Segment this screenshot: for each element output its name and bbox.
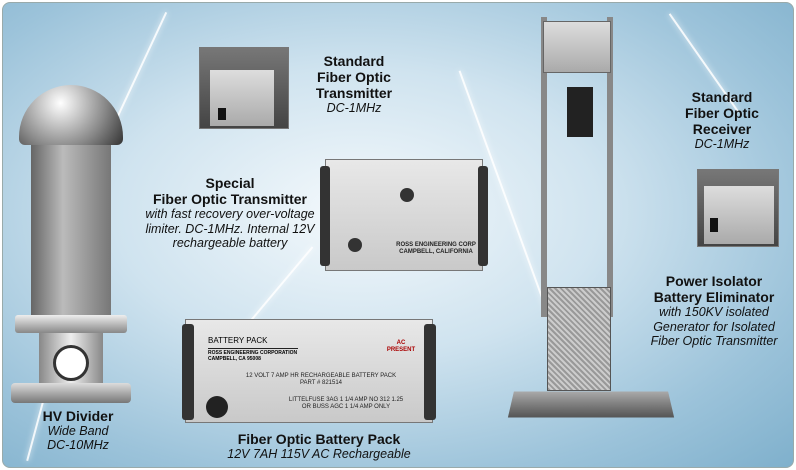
label-line: 12V 7AH 115V AC Rechargeable	[227, 447, 411, 462]
standard-transmitter-image	[199, 47, 289, 129]
label-line: with fast recovery over-voltage	[145, 207, 315, 222]
label-title: Receiver	[692, 121, 752, 138]
battery-pack-label: Fiber Optic Battery Pack 12V 7AH 115V AC…	[209, 431, 429, 461]
label-line: DC-10MHz	[47, 438, 109, 453]
present-indicator-label: PRESENT	[386, 347, 416, 354]
label-line: limiter. DC-1MHz. Internal 12V	[145, 221, 315, 236]
label-title: Battery Eliminator	[653, 289, 775, 306]
label-title: Special	[205, 175, 255, 191]
label-line: DC-1MHz	[694, 137, 750, 152]
fuse-spec: LITTELFUSE 3AG 1 1/4 AMP NO 312 1.25	[288, 397, 404, 403]
label-line: Wide Band	[47, 424, 109, 439]
label-title: Fiber Optic	[685, 105, 759, 122]
label-title: Fiber Optic	[317, 69, 391, 86]
label-line: with 150KV isolated	[659, 305, 769, 320]
label-title: Fiber Optic Transmitter	[152, 191, 308, 208]
hv-divider-image	[11, 85, 131, 405]
label-title: Standard	[691, 89, 753, 105]
label-title: Fiber Optic Battery Pack	[237, 431, 401, 447]
standard-transmitter-label: Standard Fiber Optic Transmitter DC-1MHz	[299, 53, 409, 116]
standard-receiver-image	[697, 169, 779, 247]
fuse-spec: OR BUSS AGC 1 1/4 AMP ONLY	[301, 404, 391, 411]
label-line: Fiber Optic Transmitter	[650, 333, 778, 348]
hv-divider-label: HV Divider Wide Band DC-10MHz	[23, 408, 133, 453]
special-transmitter-label: Special Fiber Optic Transmitter with fas…	[135, 175, 325, 250]
standard-receiver-label: Standard Fiber Optic Receiver DC-1MHz	[667, 89, 777, 152]
ross-city-text: CAMPBELL, CALIFORNIA	[399, 249, 473, 256]
battery-pack-image: BATTERY PACK ROSS ENGINEERING CORPORATIO…	[182, 319, 436, 423]
battery-heading: BATTERY PACK	[208, 336, 268, 345]
label-title: Power Isolator	[665, 273, 763, 289]
label-title: Standard	[323, 53, 385, 69]
ac-indicator-label: AC	[396, 340, 406, 346]
special-transmitter-image: ROSS ENGINEERING CORP CAMPBELL, CALIFORN…	[320, 159, 488, 271]
label-line: Generator for Isolated	[653, 319, 775, 334]
power-isolator-label: Power Isolator Battery Eliminator with 1…	[639, 273, 789, 348]
battery-city: CAMPBELL, CA 95008	[208, 356, 261, 362]
battery-part-number: PART # 821514	[299, 380, 343, 387]
power-isolator-image	[507, 17, 675, 423]
battery-description: 12 VOLT 7 AMP HR RECHARGEABLE BATTERY PA…	[245, 373, 397, 379]
label-title: Transmitter	[315, 85, 393, 102]
label-line: rechargeable battery	[172, 235, 288, 250]
label-title: HV Divider	[42, 408, 114, 424]
label-line: DC-1MHz	[326, 101, 382, 116]
ross-logo-text: ROSS ENGINEERING CORP	[396, 242, 476, 248]
battery-company: ROSS ENGINEERING CORPORATION	[208, 350, 298, 356]
